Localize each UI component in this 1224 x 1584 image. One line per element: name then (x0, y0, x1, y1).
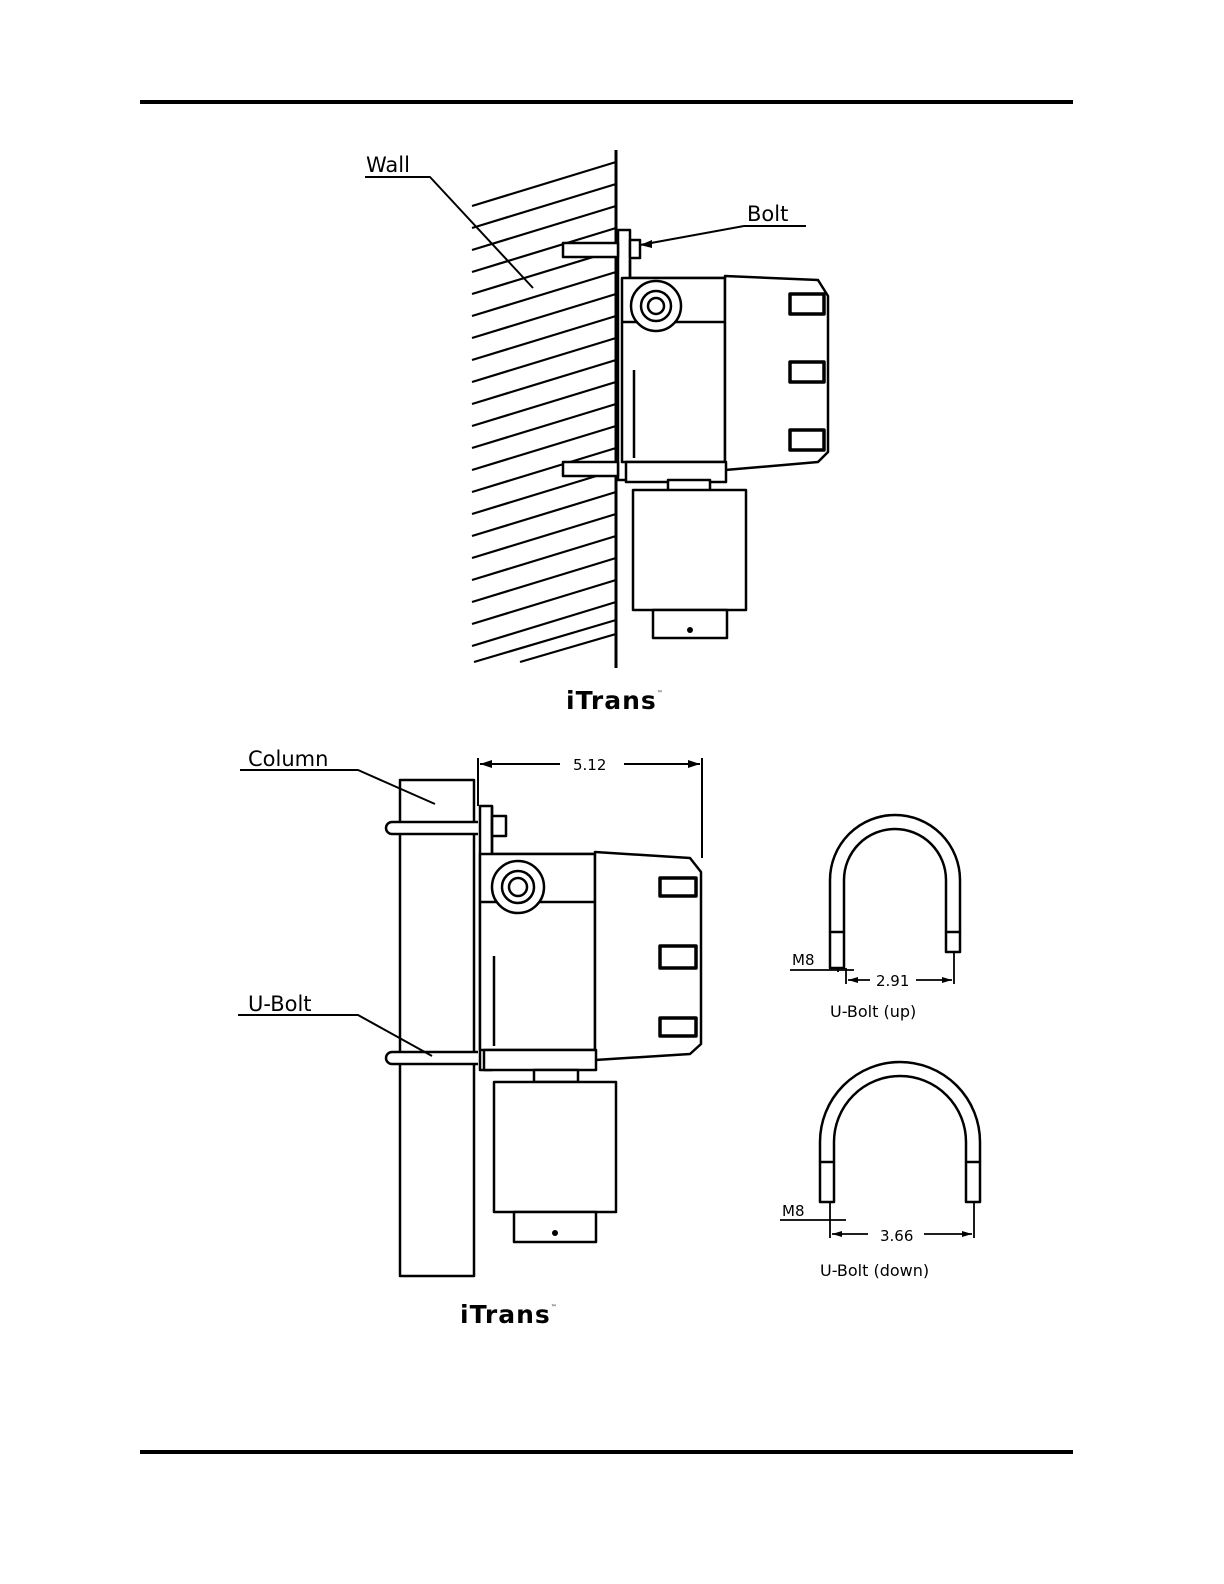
ubolt-label: U-Bolt (248, 992, 312, 1016)
column-mount-figure (238, 758, 702, 1276)
ubolt-down-dimension: 3.66 (880, 1227, 913, 1245)
ubolt-up-caption: U-Bolt (up) (830, 1002, 916, 1021)
width-dimension: 5.12 (573, 756, 606, 774)
itrans-logo-bottom: iTrans™ (460, 1300, 558, 1329)
wall-label: Wall (366, 153, 410, 177)
column-label: Column (248, 747, 328, 771)
ubolt-down-detail (780, 1062, 980, 1238)
ubolt-down-caption: U-Bolt (down) (820, 1261, 929, 1280)
wall-hatching (472, 162, 616, 662)
itrans-logo-top: iTrans™ (566, 686, 664, 715)
ubolt-up-detail (790, 815, 960, 984)
wall-mount-figure (365, 150, 828, 668)
m8-up-label: M8 (792, 951, 815, 969)
ubolt-up-dimension: 2.91 (876, 972, 909, 990)
bolt-label: Bolt (747, 202, 788, 226)
m8-down-label: M8 (782, 1202, 805, 1220)
